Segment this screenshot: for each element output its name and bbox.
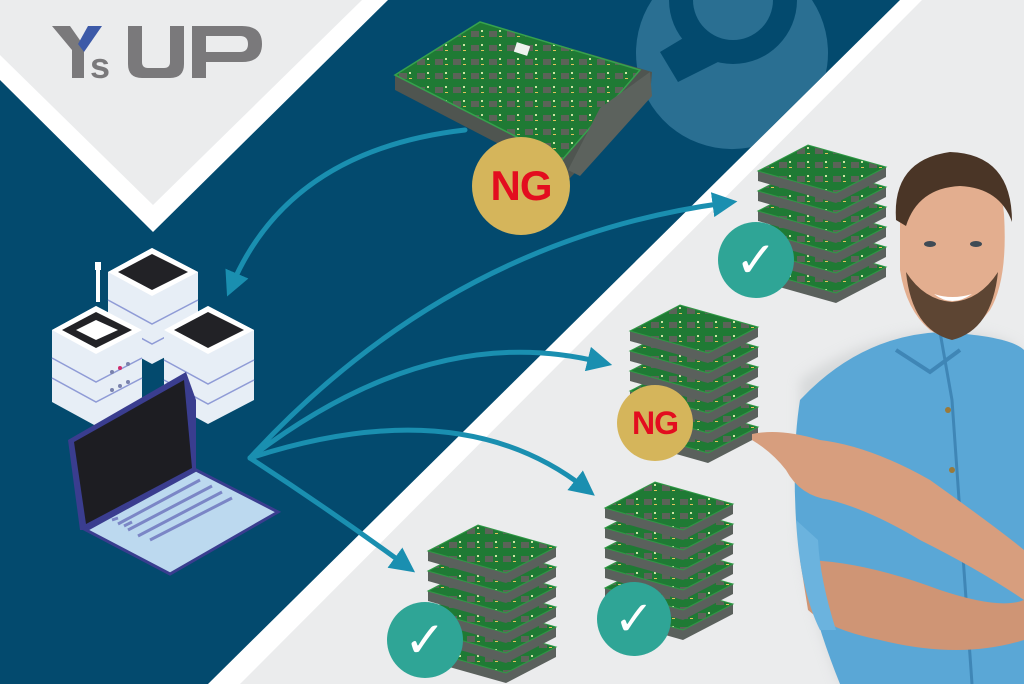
arrow-to-middle-stack — [247, 346, 613, 461]
check-badge-bottom-left: ✓ — [387, 602, 463, 678]
ng-badge-middle: NG — [617, 385, 693, 461]
arrow-board-to-system — [225, 127, 468, 297]
source-pcb-board — [393, 21, 652, 180]
brand-logo: s — [52, 26, 262, 82]
ng-badge-source-label: NG — [490, 162, 553, 209]
beard — [906, 272, 998, 340]
laptop-icon — [68, 372, 282, 576]
logo-letter-p — [192, 26, 262, 78]
arrow-to-top-right-stack — [247, 192, 738, 461]
hair — [895, 152, 1012, 226]
top-left-v-panel — [0, 0, 362, 205]
logo-letter-y — [52, 26, 102, 78]
logo-letter-u — [128, 26, 184, 78]
crossed-arm — [800, 560, 1024, 650]
check-icon: ✓ — [404, 611, 446, 669]
ng-badge-middle-label: NG — [632, 404, 679, 441]
antenna-icon — [96, 262, 100, 302]
pointing-arm — [752, 432, 1024, 600]
watermark-logo-icon — [636, 0, 828, 150]
check-icon: ✓ — [735, 231, 777, 289]
logo-letter-s: s — [90, 45, 110, 82]
check-icon: ✓ — [613, 591, 655, 647]
arrow-to-bottom-left-stack — [247, 455, 416, 573]
head — [900, 160, 1005, 337]
check-badge-lower-right: ✓ — [597, 582, 671, 656]
server-left-icon — [51, 306, 143, 426]
ng-badge-source: NG — [472, 137, 570, 235]
arrow-to-lower-right-stack — [247, 427, 595, 496]
check-badge-top-right: ✓ — [718, 222, 794, 298]
